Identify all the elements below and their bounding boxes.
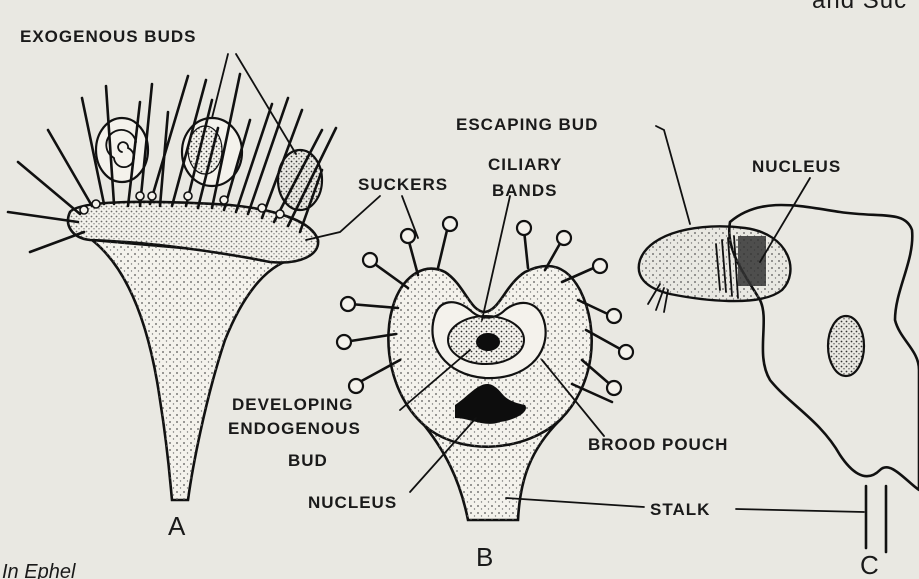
label-stalk: STALK bbox=[650, 500, 710, 519]
label-figure-a: A bbox=[168, 511, 186, 541]
stalk-pointer-left bbox=[506, 498, 644, 507]
label-nucleus-b: NUCLEUS bbox=[308, 493, 397, 512]
label-figure-b: B bbox=[476, 542, 494, 572]
label-ciliary-line1: CILIARY bbox=[488, 155, 562, 174]
label-ciliary-line2: BANDS bbox=[492, 181, 557, 200]
escaping-bud-pointer bbox=[656, 126, 690, 224]
label-developing-line1: DEVELOPING bbox=[232, 395, 353, 414]
label-developing-line2: ENDOGENOUS bbox=[228, 419, 361, 438]
exogenous-bud-1 bbox=[96, 118, 148, 182]
label-exogenous-buds: EXOGENOUS BUDS bbox=[20, 27, 196, 46]
label-nucleus-c: NUCLEUS bbox=[752, 157, 841, 176]
escaping-bud-nucleus bbox=[738, 236, 766, 286]
label-brood-pouch: BROOD POUCH bbox=[588, 435, 728, 454]
figure-c-nucleus bbox=[828, 316, 864, 376]
label-figure-c: C bbox=[860, 550, 880, 579]
caption-fragment: In Ephel bbox=[2, 561, 76, 579]
exogenous-buds-pointer-1 bbox=[212, 54, 228, 118]
escaping-bud bbox=[639, 226, 791, 301]
top-text-fragment: and Suc bbox=[812, 0, 907, 14]
stalk-pointer-right bbox=[736, 509, 864, 512]
bud-nucleus bbox=[476, 333, 500, 351]
label-escaping-bud: ESCAPING BUD bbox=[456, 115, 598, 134]
suckers-pointer-a bbox=[306, 196, 380, 240]
figure-b-endogenous-budding bbox=[306, 196, 633, 520]
label-developing-line3: BUD bbox=[288, 451, 328, 470]
label-suckers: SUCKERS bbox=[358, 175, 448, 194]
